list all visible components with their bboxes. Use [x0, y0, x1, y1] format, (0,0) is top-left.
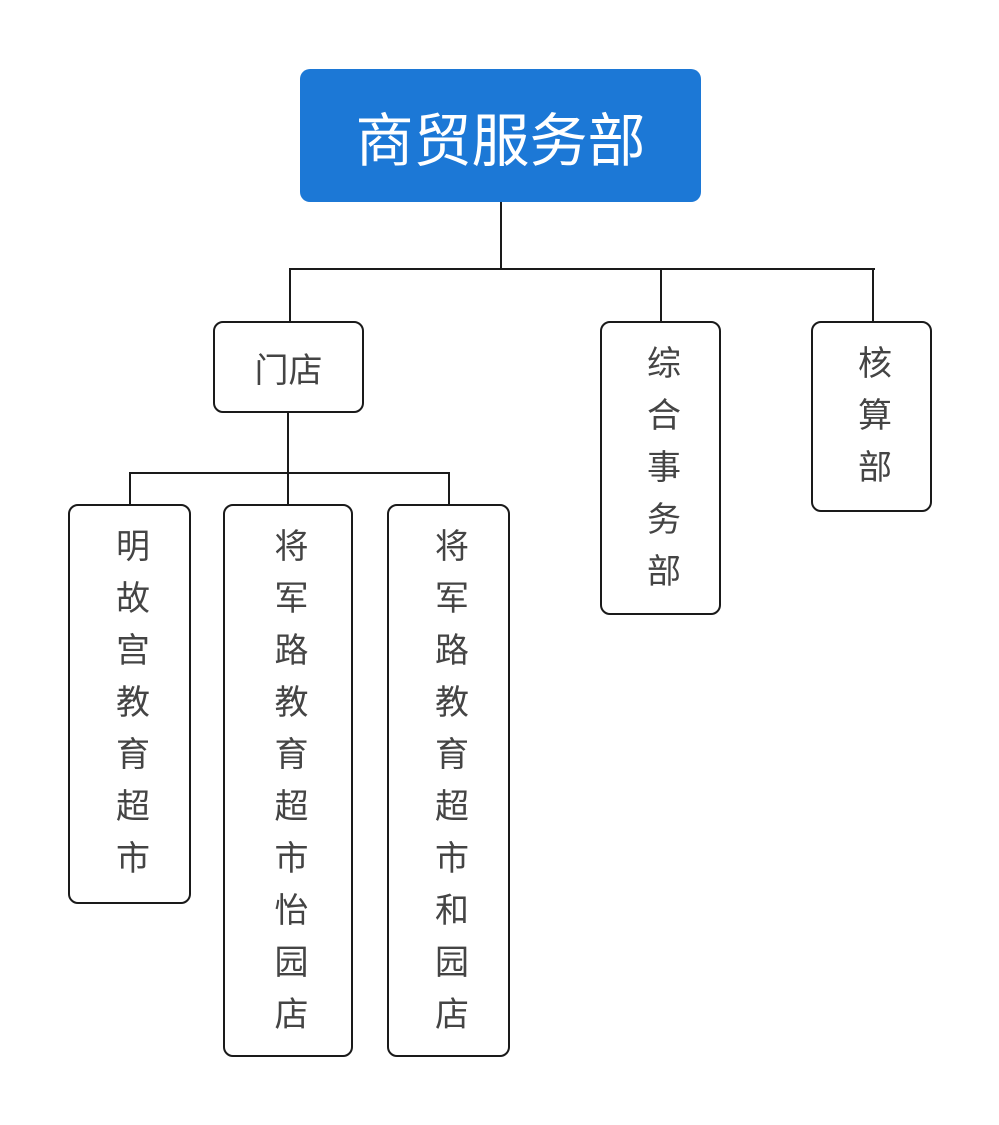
node-shop-yiyuan-label: 将军路教育超市怡园店 [268, 528, 308, 1048]
node-shop-minggugong-label: 明故宫教育超市 [109, 528, 150, 892]
connector-shops-bus [129, 472, 450, 474]
connector-to-shop-1 [129, 472, 131, 504]
node-shop-yiyuan: 将军路教育超市怡园店 [223, 504, 353, 1057]
node-stores-label: 门店 [254, 350, 323, 391]
node-shop-heyuan-label: 将军路教育超市和园店 [428, 528, 469, 1048]
connector-level1-bus [289, 268, 875, 270]
root-node-label: 商贸服务部 [355, 106, 646, 175]
connector-to-shop-3 [448, 472, 450, 504]
connector-to-stores [289, 268, 291, 321]
node-general-affairs: 综合事务部 [600, 321, 721, 615]
node-general-affairs-label: 综合事务部 [640, 345, 681, 605]
node-shop-heyuan: 将军路教育超市和园店 [387, 504, 510, 1057]
connector-to-accounting [872, 268, 874, 321]
node-accounting-label: 核算部 [851, 345, 892, 501]
connector-to-general-affairs [660, 268, 662, 321]
node-shop-minggugong: 明故宫教育超市 [68, 504, 191, 904]
root-node: 商贸服务部 [300, 69, 701, 202]
connector-root-down [500, 201, 502, 269]
node-accounting: 核算部 [811, 321, 932, 512]
connector-stores-down [287, 412, 289, 504]
node-stores: 门店 [213, 321, 364, 413]
